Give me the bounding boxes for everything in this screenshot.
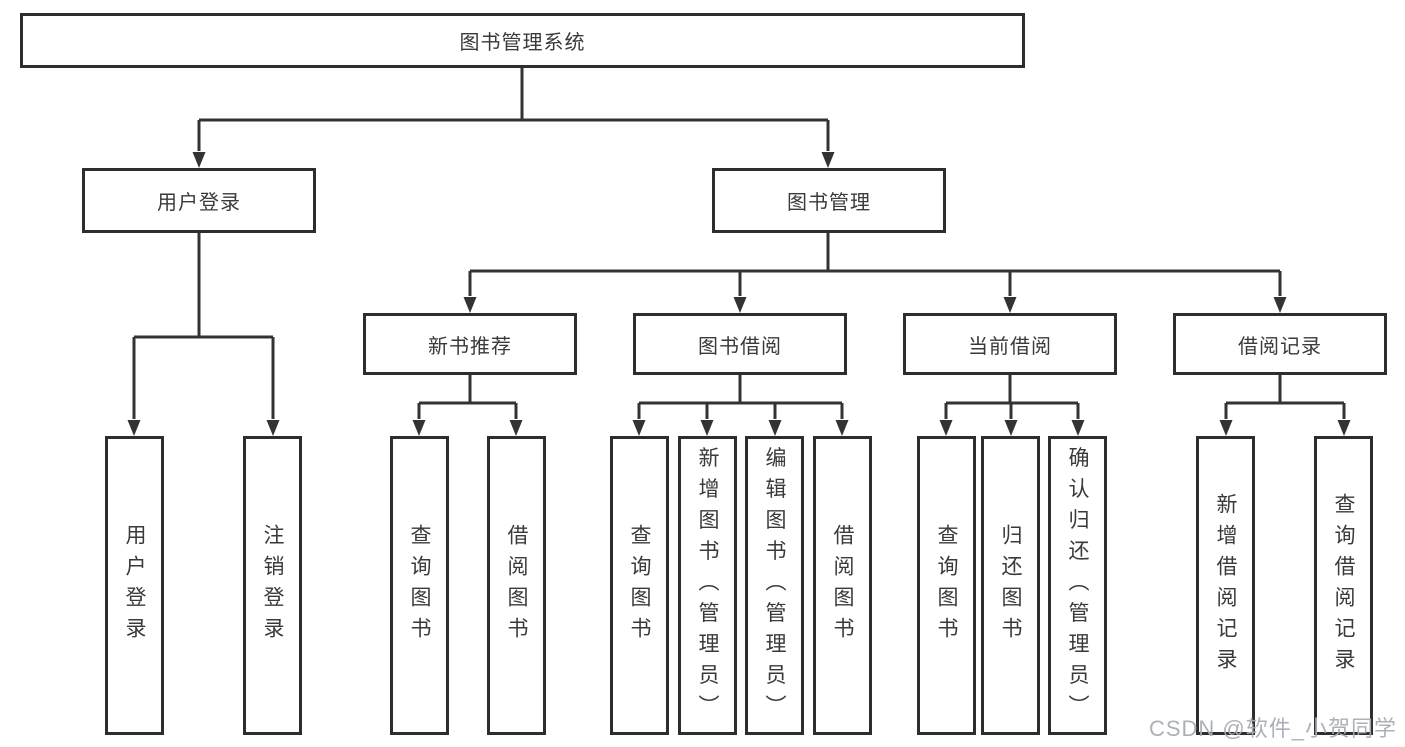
node-borrowing-records-label: 借阅记录 <box>1238 335 1322 358</box>
node-book-borrowing-label: 图书借阅 <box>698 335 782 358</box>
leaf-recommend-query-books-label: 查询图书 <box>408 523 431 648</box>
leaf-edit-books-admin: 编辑图书（管理员） <box>745 436 804 735</box>
node-new-book-recommend: 新书推荐 <box>363 313 577 375</box>
leaf-borrow-books-label: 借阅图书 <box>831 523 854 648</box>
node-book-management-label: 图书管理 <box>787 192 871 214</box>
leaf-add-borrow-record-label: 新增借阅记录 <box>1214 492 1237 679</box>
leaf-add-books-admin: 新增图书（管理员） <box>678 436 737 735</box>
leaf-current-query-books-label: 查询图书 <box>935 523 958 648</box>
leaf-user-login: 用户登录 <box>105 436 164 735</box>
leaf-return-books-label: 归还图书 <box>999 523 1022 648</box>
leaf-logout-label: 注销登录 <box>261 523 284 648</box>
leaf-confirm-return-admin: 确认归还（管理员） <box>1048 436 1107 735</box>
leaf-edit-books-admin-label: 编辑图书（管理员） <box>763 446 786 725</box>
leaf-current-query-books: 查询图书 <box>917 436 976 735</box>
node-library-system: 图书管理系统 <box>20 13 1025 68</box>
leaf-add-books-admin-label: 新增图书（管理员） <box>696 446 719 725</box>
node-current-borrowing: 当前借阅 <box>903 313 1117 375</box>
leaf-borrow-books: 借阅图书 <box>813 436 872 735</box>
leaf-confirm-return-admin-label: 确认归还（管理员） <box>1066 446 1089 725</box>
leaf-return-books: 归还图书 <box>981 436 1040 735</box>
node-book-borrowing: 图书借阅 <box>633 313 847 375</box>
leaf-borrow-query-books-label: 查询图书 <box>628 523 651 648</box>
leaf-query-borrow-record-label: 查询借阅记录 <box>1332 492 1355 679</box>
leaf-add-borrow-record: 新增借阅记录 <box>1196 436 1255 735</box>
leaf-borrow-query-books: 查询图书 <box>610 436 669 735</box>
node-book-management: 图书管理 <box>712 168 946 233</box>
node-current-borrowing-label: 当前借阅 <box>968 335 1052 358</box>
node-new-book-recommend-label: 新书推荐 <box>428 335 512 358</box>
node-library-system-label: 图书管理系统 <box>459 32 586 54</box>
leaf-recommend-borrow-books-label: 借阅图书 <box>505 523 528 648</box>
node-user-login-branch-label: 用户登录 <box>157 192 241 214</box>
arrowhead-icons <box>127 152 1351 436</box>
leaf-query-borrow-record: 查询借阅记录 <box>1314 436 1373 735</box>
node-user-login-branch: 用户登录 <box>82 168 316 233</box>
leaf-logout: 注销登录 <box>243 436 302 735</box>
node-borrowing-records: 借阅记录 <box>1173 313 1387 375</box>
leaf-user-login-label: 用户登录 <box>123 523 146 648</box>
csdn-watermark: CSDN @软件_小贺同学 <box>1148 716 1397 741</box>
leaf-recommend-borrow-books: 借阅图书 <box>487 436 546 735</box>
leaf-recommend-query-books: 查询图书 <box>390 436 449 735</box>
